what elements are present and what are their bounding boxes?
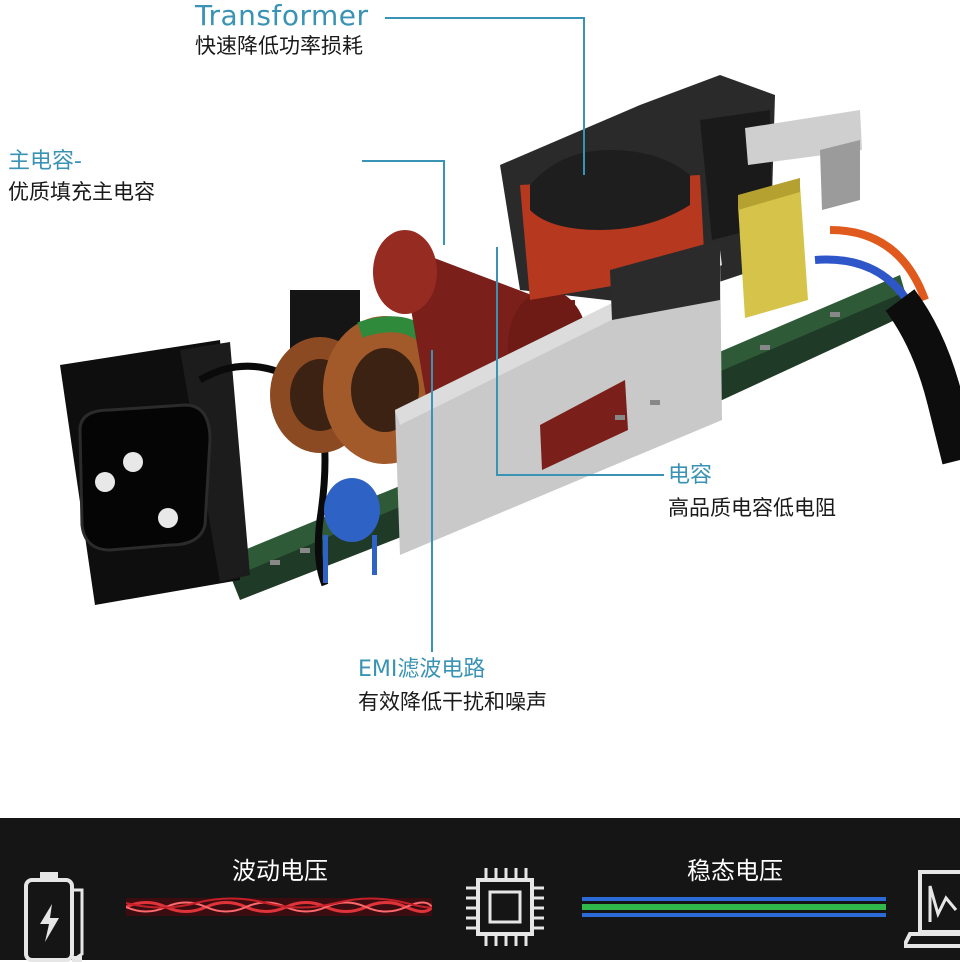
- output-cable: [814, 226, 960, 465]
- transformer-leader-vertical: [583, 17, 585, 175]
- main-capacitor-title: 主电容-: [8, 149, 82, 174]
- main-capacitor-description: 优质填充主电容: [8, 180, 155, 204]
- output-connector: [745, 110, 862, 210]
- transformer-leader-horizontal: [385, 17, 585, 19]
- main-capacitor-leader-horizontal: [362, 160, 445, 162]
- capacitor-title: 电容: [668, 463, 713, 488]
- emi-filter-title: EMI滤波电路: [358, 657, 486, 682]
- fluctuating-voltage-wave: [126, 897, 432, 916]
- smd-components: [270, 312, 840, 565]
- chip-icon: [466, 868, 544, 946]
- main-capacitor-callout: 主电容- 优质填充主电容: [8, 148, 155, 206]
- blue-capacitor: [323, 478, 380, 583]
- battery-charging-icon: [24, 872, 84, 962]
- capacitor-leader-vertical: [496, 247, 498, 475]
- laptop-icon: [904, 870, 960, 948]
- shield-plate: [395, 240, 722, 555]
- capacitor-callout: 电容 高品质电容低电阻: [668, 462, 836, 522]
- capacitor-leader-horizontal: [496, 474, 664, 476]
- ac-inlet-socket: [60, 290, 360, 605]
- main-capacitor-leader-vertical: [443, 160, 445, 245]
- transformer-description: 快速降低功率损耗: [195, 34, 363, 58]
- transformer-callout: Transformer 快速降低功率损耗: [195, 0, 369, 60]
- emi-filter-callout: EMI滤波电路 有效降低干扰和噪声: [358, 656, 547, 716]
- emi-filter-description: 有效降低干扰和噪声: [358, 690, 547, 714]
- yellow-capacitor: [738, 178, 808, 318]
- stable-voltage-label: 稳态电压: [687, 857, 783, 885]
- transformer-title: Transformer: [195, 0, 369, 32]
- pcb-illustration: [60, 75, 960, 605]
- stable-voltage-lines: [582, 897, 886, 917]
- emi-leader-vertical: [431, 350, 433, 652]
- capacitor-description: 高品质电容低电阻: [668, 496, 836, 520]
- fluctuating-voltage-label: 波动电压: [232, 857, 328, 885]
- voltage-comparison-bar: 波动电压 稳态电压: [0, 818, 960, 962]
